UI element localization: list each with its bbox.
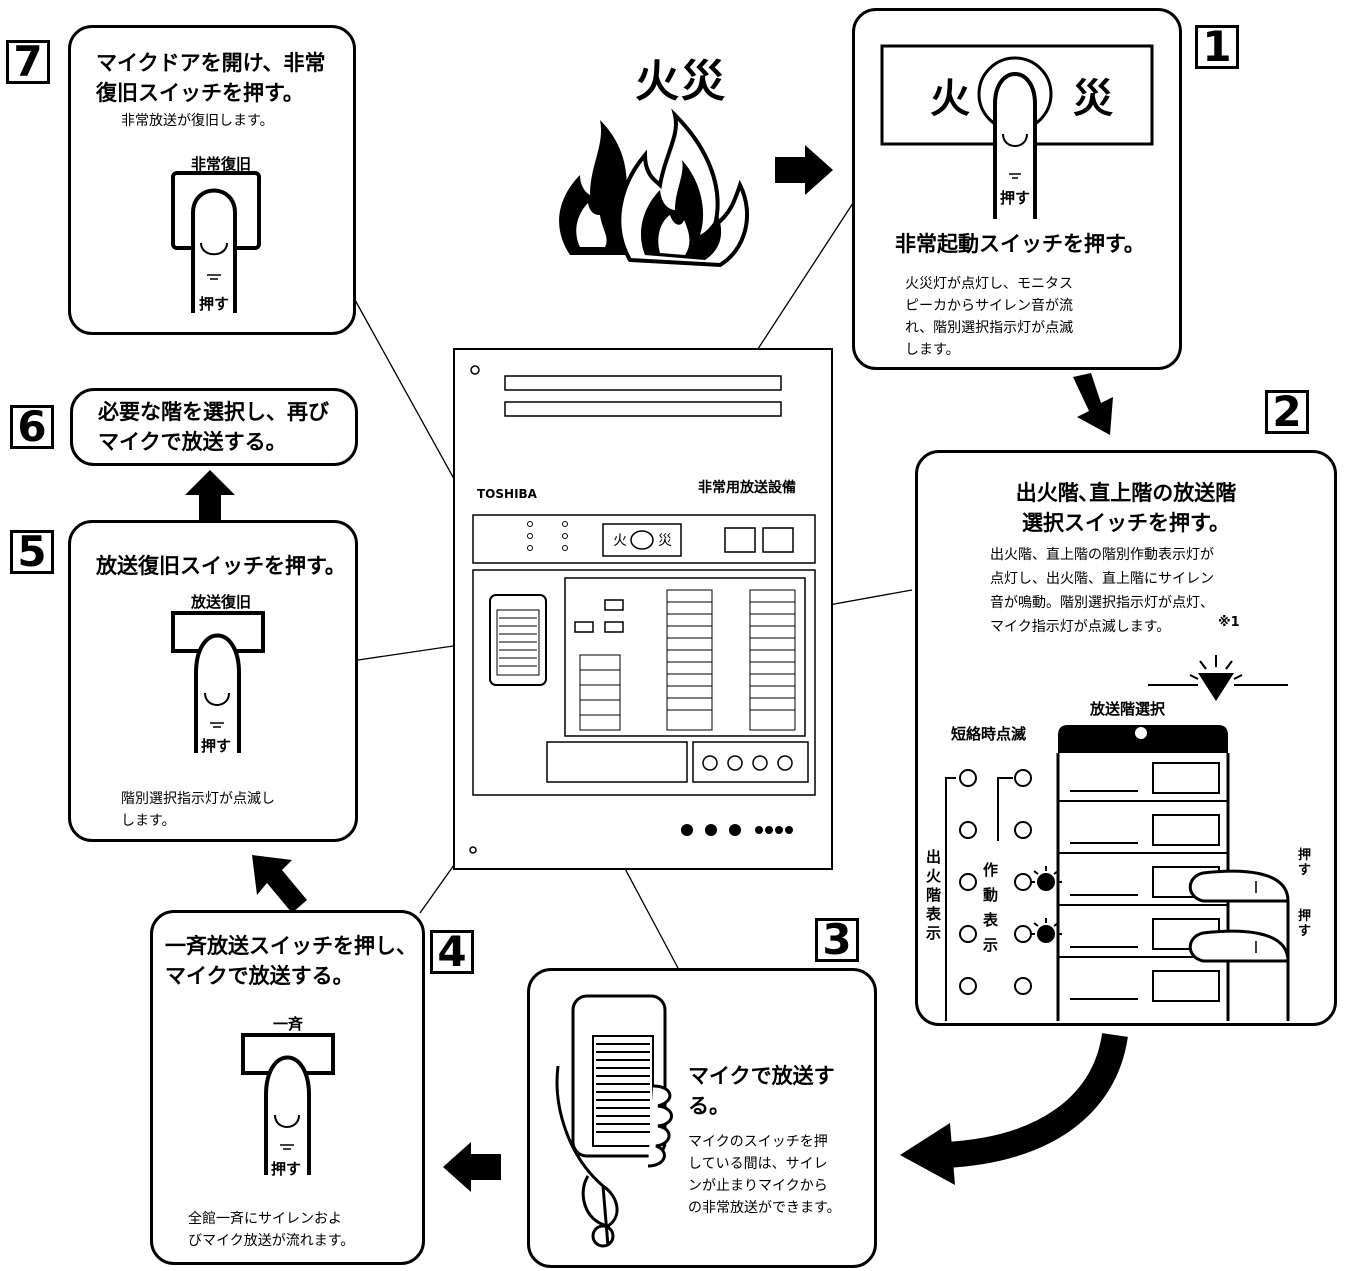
step-3-box: マイクで放送する。 マイクのスイッチを押 している間は、サイレ ンが止まりマイク… — [527, 968, 877, 1268]
arrow-curve-icon — [900, 1032, 1128, 1185]
panel-fire-left: 火 — [613, 533, 627, 549]
step-7-desc: 非常放送が復旧します。 — [121, 113, 274, 129]
step-2-press-1: 押す — [1298, 848, 1312, 878]
fire-button-icon — [880, 44, 1154, 219]
switch-press-icon — [241, 1033, 335, 1175]
step-5-desc: 階別選択指示灯が点滅し します。 — [121, 791, 275, 829]
step-1-box: 火 災 押す 非常起動スイッチを押す。 火災灯が点灯し、モニタス ピーカからサイ… — [852, 8, 1182, 370]
step-3-desc: マイクのスイッチを押 している間は、サイレ ンが止まりマイクから の非常放送がで… — [688, 1134, 841, 1216]
switch-press-icon — [171, 611, 265, 753]
step-1-desc: 火災灯が点灯し、モニタス ピーカからサイレン音が流 れ、階別選択指示灯が点滅 し… — [905, 276, 1074, 358]
control-panel: TOSHIBA 非常用放送設備 — [453, 348, 833, 870]
switch-press-icon — [171, 171, 261, 313]
step-1-number: 1 — [1195, 25, 1239, 69]
step-2-box: 出火階､直上階の放送階 選択スイッチを押す。 出火階、直上階の階別作動表示灯が … — [915, 450, 1337, 1026]
step-1-heading: 非常起動スイッチを押す。 — [895, 232, 1145, 256]
step-2-heading: 出火階､直上階の放送階 選択スイッチを押す。 — [1015, 481, 1237, 535]
step-2-press-2: 押す — [1298, 909, 1312, 939]
floor-select-panel — [945, 725, 1290, 1021]
step-5-number: 5 — [10, 530, 54, 574]
step-2-desc: 出火階、直上階の階別作動表示灯が 点灯し、出火階、直上階にサイレン 音が鳴動。階… — [990, 547, 1214, 635]
panel-fire-right: 災 — [658, 533, 672, 549]
arrow-left-icon — [443, 1142, 501, 1192]
step-4-switch-label: 一斉 — [272, 1015, 303, 1033]
step-2-number: 2 — [1265, 390, 1309, 434]
panel-brand: TOSHIBA — [477, 487, 537, 501]
step-5-press: 押す — [201, 737, 232, 755]
step-6-heading: 必要な階を選択し、再び マイクで放送する。 — [98, 400, 329, 454]
step-2-operation-display: 作動表示 — [983, 861, 999, 954]
step-5-switch-label: 放送復旧 — [190, 593, 251, 611]
step-7-switch-label: 非常復旧 — [190, 155, 251, 173]
step-7-box: マイクドアを開け、非常 復旧スイッチを押す。 非常放送が復旧します。 非常復旧 … — [68, 25, 356, 335]
microphone-hand-icon — [555, 994, 673, 1248]
arrow-up-left-icon — [252, 855, 307, 913]
panel-controls — [469, 514, 816, 854]
step-1-press: 押す — [1000, 189, 1031, 207]
step-4-number: 4 — [430, 930, 474, 974]
step-2-fire-floor-display: 出火階表示 — [926, 848, 942, 942]
step-5-box: 放送復旧スイッチを押す。 放送復旧 押す 階別選択指示灯が点滅し します。 — [68, 520, 358, 842]
arrow-down-icon — [1073, 373, 1113, 435]
step-3-number: 3 — [815, 918, 859, 962]
step-6-box: 必要な階を選択し、再び マイクで放送する。 — [70, 388, 358, 466]
step-7-number: 7 — [6, 40, 50, 84]
step-5-heading: 放送復旧スイッチを押す。 — [96, 554, 346, 578]
arrow-right-icon — [775, 145, 833, 195]
panel-vents — [470, 365, 782, 417]
step-3-heading: マイクで放送する。 — [688, 1064, 835, 1118]
indicator-light-icon — [1148, 655, 1288, 701]
step-7-press: 押す — [199, 295, 230, 313]
step-4-heading: 一斉放送スイッチを押し、 マイクで放送する。 — [165, 934, 417, 988]
step-6-number: 6 — [10, 405, 54, 449]
fire-title: 火災 — [635, 56, 727, 107]
step-4-press: 押す — [271, 1160, 302, 1178]
step-7-heading: マイクドアを開け、非常 復旧スイッチを押す。 — [96, 51, 326, 105]
panel-title: 非常用放送設備 — [698, 480, 796, 496]
step-1-button-left: 火 — [930, 76, 970, 122]
step-4-desc: 全館一斉にサイレンおよ びマイク放送が流れます。 — [188, 1211, 355, 1249]
step-1-button-right: 災 — [1073, 76, 1113, 122]
step-4-box: 一斉放送スイッチを押し、 マイクで放送する。 一斉 押す 全館一斉にサイレンおよ… — [150, 910, 425, 1265]
step-2-note: ※1 — [1218, 615, 1240, 630]
arrow-up-icon — [185, 470, 235, 520]
step-2-short-blink: 短絡時点滅 — [951, 725, 1027, 743]
step-2-panel-title: 放送階選択 — [1090, 700, 1166, 718]
flame-icon — [559, 108, 750, 268]
